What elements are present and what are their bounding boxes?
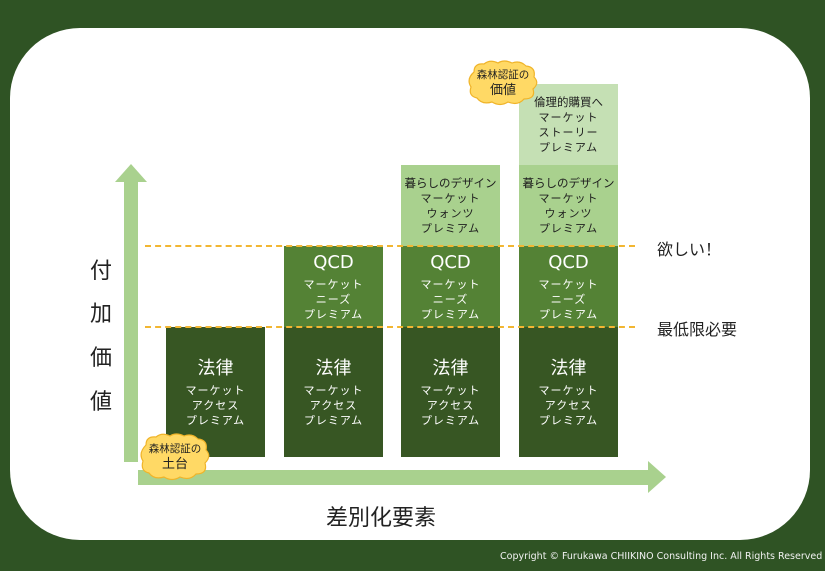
- col2-mid-line2: ニーズ: [315, 293, 352, 306]
- col1-base-line3: プレミアム: [185, 413, 246, 427]
- col4-mid-line2: ニーズ: [550, 293, 587, 306]
- foundation-badge: 森林認証の 土台: [138, 432, 212, 482]
- col4-top-heading: 暮らしのデザイン: [522, 175, 615, 190]
- col2-base-title: 法律: [315, 357, 352, 379]
- col3-top-line1: マーケット: [420, 191, 481, 205]
- y-axis-label-char-3: 価: [89, 346, 112, 371]
- col4-base-title: 法律: [550, 357, 587, 379]
- col4-base-line2: アクセス: [544, 398, 593, 412]
- col1-base-line1: マーケット: [185, 383, 246, 397]
- minimum-threshold-line: [145, 326, 635, 328]
- col4-top-line1: マーケット: [538, 191, 599, 205]
- col3-base-block: 法律 マーケット アクセス プレミアム: [401, 327, 500, 457]
- col3-mid-block: QCD マーケット ニーズ プレミアム: [401, 246, 500, 327]
- col3-mid-line2: ニーズ: [432, 293, 469, 306]
- foundation-badge-line1: 森林認証の: [148, 443, 202, 455]
- x-axis-label: 差別化要素: [325, 506, 436, 531]
- col4-mid-line3: プレミアム: [538, 308, 599, 321]
- minimum-threshold-label: 最低限必要: [657, 320, 738, 339]
- col3-top-line2: ウォンツ: [426, 206, 475, 220]
- col3-base-line2: アクセス: [426, 398, 475, 412]
- copyright-notice: Copyright © Furukawa CHIIKINO Consulting…: [500, 551, 823, 562]
- col4-peak-line1: マーケット: [538, 110, 599, 124]
- col4-peak-heading: 倫理的購買へ: [534, 94, 603, 109]
- y-axis-label-char-4: 値: [89, 390, 112, 415]
- col2-mid-line3: プレミアム: [303, 308, 364, 321]
- col3-mid-title: QCD: [430, 252, 471, 273]
- x-axis-arrow-head: [648, 461, 666, 493]
- col2-mid-title: QCD: [313, 252, 354, 273]
- col2-mid-block: QCD マーケット ニーズ プレミアム: [284, 246, 383, 327]
- col1-base-line2: アクセス: [191, 398, 240, 412]
- col4-mid-block: QCD マーケット ニーズ プレミアム: [519, 246, 618, 327]
- wanted-threshold-line: [145, 245, 635, 247]
- col3-top-block: 暮らしのデザイン マーケット ウォンツ プレミアム: [401, 165, 500, 246]
- col1-base-block: 法律 マーケット アクセス プレミアム: [166, 327, 265, 457]
- col3-base-title: 法律: [432, 357, 469, 379]
- wanted-threshold-label: 欲しい！: [657, 240, 722, 259]
- value-badge-shape: [468, 60, 538, 106]
- col4-base-block: 法律 マーケット アクセス プレミアム: [519, 327, 618, 457]
- col2-mid-line1: マーケット: [303, 278, 364, 291]
- col3-top-line3: プレミアム: [420, 221, 481, 235]
- col1-base-title: 法律: [197, 357, 234, 379]
- col4-peak-block: 倫理的購買へ マーケット ストーリー プレミアム: [519, 84, 618, 165]
- col4-base-line3: プレミアム: [538, 413, 599, 427]
- col3-base-line1: マーケット: [420, 383, 481, 397]
- value-badge: 森林認証の 価値: [466, 59, 540, 107]
- col3-top-heading: 暮らしのデザイン: [404, 175, 497, 190]
- y-axis-label-char-1: 付: [89, 259, 112, 284]
- col4-peak-line2: ストーリー: [538, 125, 599, 139]
- col4-peak-line3: プレミアム: [538, 140, 599, 154]
- col4-mid-title: QCD: [548, 252, 589, 273]
- col3-base-line3: プレミアム: [420, 413, 481, 427]
- col4-top-block: 暮らしのデザイン マーケット ウォンツ プレミアム: [519, 165, 618, 246]
- x-axis-arrow-shaft: [138, 470, 654, 485]
- value-badge-line2: 価値: [489, 83, 516, 98]
- col4-base-line1: マーケット: [538, 383, 599, 397]
- y-axis-arrow-head: [115, 164, 147, 182]
- col4-top-line3: プレミアム: [538, 221, 599, 235]
- y-axis-label-char-2: 加: [89, 302, 112, 327]
- y-axis-arrow-shaft: [124, 180, 138, 462]
- col2-base-line3: プレミアム: [303, 413, 364, 427]
- col2-base-block: 法律 マーケット アクセス プレミアム: [284, 327, 383, 457]
- col4-top-line2: ウォンツ: [544, 206, 593, 220]
- col2-base-line2: アクセス: [309, 398, 358, 412]
- foundation-badge-line2: 土台: [161, 457, 188, 472]
- col2-base-line1: マーケット: [303, 383, 364, 397]
- value-badge-line1: 森林認証の: [476, 69, 530, 81]
- foundation-badge-shape: [140, 433, 210, 481]
- col3-mid-line1: マーケット: [420, 278, 481, 291]
- col4-mid-line1: マーケット: [538, 278, 599, 291]
- col3-mid-line3: プレミアム: [420, 308, 481, 321]
